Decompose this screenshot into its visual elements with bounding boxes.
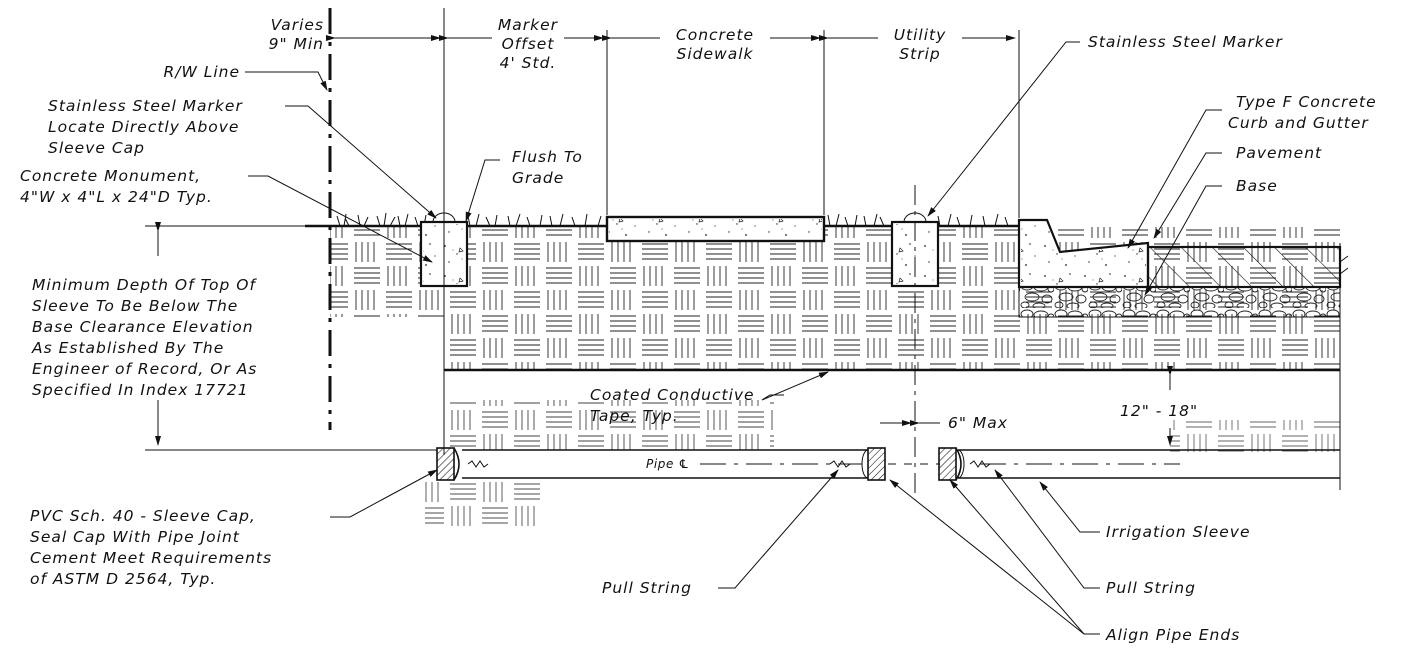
dimension-lines bbox=[155, 35, 1173, 446]
label-pvc-2: Seal Cap With Pipe Joint bbox=[30, 528, 240, 546]
text-labels: Varies 9" Min R/W Line Marker Offset 4' … bbox=[20, 16, 1377, 644]
label-strip: Strip bbox=[899, 45, 940, 63]
label-pull-string-left: Pull String bbox=[602, 579, 692, 597]
label-align-pipe-ends: Align Pipe Ends bbox=[1105, 626, 1240, 644]
label-marker-offset-1: Marker bbox=[498, 16, 559, 34]
label-varies: Varies bbox=[271, 16, 324, 34]
label-6-max: 6" Max bbox=[948, 414, 1008, 432]
label-pvc-4: of ASTM D 2564, Typ. bbox=[30, 570, 216, 588]
label-ss-marker-left-2: Locate Directly Above bbox=[48, 118, 239, 136]
label-pavement: Pavement bbox=[1236, 144, 1322, 162]
label-marker-offset-3: 4' Std. bbox=[500, 54, 557, 72]
label-tape-1: Coated Conductive bbox=[590, 386, 755, 404]
label-pvc-1: PVC Sch. 40 - Sleeve Cap, bbox=[30, 507, 256, 525]
label-monument-1: Concrete Monument, bbox=[20, 167, 201, 185]
label-flush-to: Flush To bbox=[512, 148, 583, 166]
label-tape-2: Tape, Typ. bbox=[590, 407, 679, 425]
irrigation-pipe bbox=[462, 449, 1340, 479]
label-base: Base bbox=[1236, 177, 1278, 195]
label-pvc-3: Cement Meet Requirements bbox=[30, 549, 272, 567]
pavement bbox=[1146, 245, 1349, 289]
label-irrigation-sleeve: Irrigation Sleeve bbox=[1106, 523, 1251, 541]
extension-lines bbox=[145, 8, 1020, 500]
sleeve-cap-right bbox=[938, 447, 962, 481]
label-rw-line: R/W Line bbox=[163, 63, 240, 81]
label-monument-2: 4"W x 4"L x 24"D Typ. bbox=[20, 188, 213, 206]
label-ss-marker-right: Stainless Steel Marker bbox=[1088, 33, 1283, 51]
label-marker-offset-2: Offset bbox=[502, 35, 555, 53]
label-min-depth-5: Engineer of Record, Or As bbox=[32, 360, 257, 378]
label-sidewalk: Sidewalk bbox=[677, 45, 754, 63]
label-min-depth-1: Minimum Depth Of Top Of bbox=[32, 276, 257, 294]
label-min-depth-4: As Established By The bbox=[31, 339, 224, 357]
sleeve-cap-left bbox=[436, 447, 460, 481]
label-type-f-2: Curb and Gutter bbox=[1228, 114, 1369, 132]
pull-string bbox=[467, 460, 991, 468]
label-9-min: 9" Min bbox=[269, 35, 324, 53]
concrete-sidewalk bbox=[605, 215, 826, 243]
label-min-depth-3: Base Clearance Elevation bbox=[32, 318, 254, 336]
label-min-depth-6: Specified In Index 17721 bbox=[32, 381, 249, 399]
label-grade: Grade bbox=[512, 169, 564, 187]
label-ss-marker-left-3: Sleeve Cap bbox=[48, 139, 145, 157]
label-type-f-1: Type F Concrete bbox=[1236, 93, 1377, 111]
label-min-depth-2: Sleeve To Be Below The bbox=[32, 297, 238, 315]
grass bbox=[336, 212, 1009, 227]
label-concrete: Concrete bbox=[676, 26, 754, 44]
label-ss-marker-left-1: Stainless Steel Marker bbox=[48, 97, 243, 115]
label-utility: Utility bbox=[894, 26, 947, 44]
leader-lines bbox=[245, 41, 1222, 635]
label-pipe-cl: Pipe ℄ bbox=[646, 457, 690, 471]
sleeve-cap-middle bbox=[867, 447, 886, 481]
label-12-18: 12" - 18" bbox=[1120, 402, 1198, 420]
base-gravel bbox=[1018, 286, 1341, 318]
label-pull-string-right: Pull String bbox=[1106, 579, 1196, 597]
